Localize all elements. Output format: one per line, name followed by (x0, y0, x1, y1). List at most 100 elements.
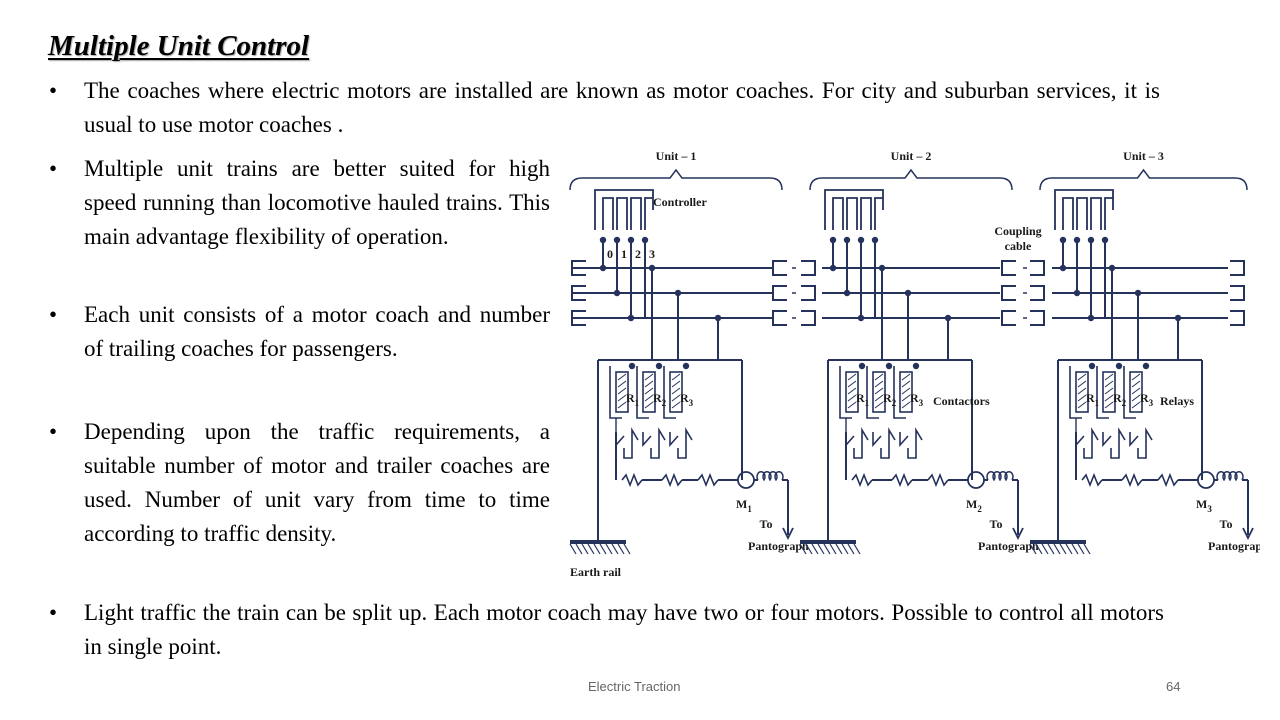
coil-hatch (1104, 373, 1114, 381)
controller-contacts (594, 189, 654, 230)
unit-brace (569, 168, 783, 191)
coil-hatch (874, 387, 884, 395)
junction-dot (627, 314, 635, 322)
hatch-stroke (1053, 543, 1061, 555)
coil-hatch (847, 380, 857, 388)
coil-junction (885, 362, 893, 370)
bullet-light-traffic: • Light traffic the train can be split u… (49, 596, 1164, 664)
contactor-switch (899, 427, 923, 459)
junction-dot (829, 264, 837, 272)
coil-hatch (1131, 387, 1141, 395)
pantograph-arrow (1012, 527, 1024, 541)
resistor-r2 (661, 472, 683, 488)
hatch-stroke (617, 543, 625, 555)
hatch-stroke (811, 543, 819, 555)
coil-frame (1096, 366, 1109, 419)
coil-hatch (1131, 394, 1141, 402)
bullet-text: Each unit consists of a motor coach and … (84, 302, 550, 361)
unit-label: Unit – 2 (891, 149, 932, 163)
pantograph-label: Pantograph (1208, 539, 1260, 553)
pantograph-label: Pantograph (748, 539, 809, 553)
coupler-half (1001, 285, 1016, 301)
coupler-half (1030, 260, 1045, 276)
bullet-text: The coaches where electric motors are in… (84, 78, 1160, 137)
resistor-r2 (891, 472, 913, 488)
hatch-stroke (829, 543, 837, 555)
coil-frame (609, 366, 622, 419)
hatch-stroke (569, 543, 577, 555)
hatch-stroke (587, 543, 595, 555)
coil-hatch (617, 380, 627, 388)
coupler-half (1230, 260, 1245, 276)
unit-brace (809, 168, 1013, 191)
coil-hatch (644, 401, 654, 409)
bullet-icon: • (49, 600, 58, 625)
coil-hatch (644, 380, 654, 388)
hatch-stroke (841, 543, 849, 555)
coupler-half (571, 260, 586, 276)
relays-label: Relays (1160, 394, 1194, 408)
coil-hatch (847, 387, 857, 395)
coil-junction (1115, 362, 1123, 370)
coil-junction (858, 362, 866, 370)
hatch-stroke (1065, 543, 1073, 555)
resistor-r3 (927, 472, 949, 488)
hatch-stroke (611, 543, 619, 555)
coupler-half (772, 260, 787, 276)
footer-course-title: Electric Traction (588, 679, 681, 694)
resistor-r1 (621, 472, 643, 488)
coil-junction (1142, 362, 1150, 370)
position-label: 0 (607, 247, 613, 261)
slide-title: Multiple Unit Control (48, 30, 310, 62)
hatch-stroke (823, 543, 831, 555)
to-label: To (990, 517, 1003, 531)
coil-hatch (901, 387, 911, 395)
hatch-stroke (805, 543, 813, 555)
coil-hatch (1077, 387, 1087, 395)
coupler-half (801, 260, 816, 276)
coil-junction (655, 362, 663, 370)
coil-hatch (1077, 394, 1087, 402)
coil-frame (839, 366, 852, 419)
hatch-stroke (1047, 543, 1055, 555)
coil-junction (682, 362, 690, 370)
earth-rail-symbol (1030, 540, 1086, 544)
coil-hatch (671, 380, 681, 388)
coupler-half (1030, 310, 1045, 326)
coil-frame (1069, 366, 1082, 419)
contactors-label: Contactors (933, 394, 990, 408)
hatch-stroke (1077, 543, 1085, 555)
unit-brace (1039, 168, 1248, 191)
coil-hatch (617, 394, 627, 402)
coil-junction (912, 362, 920, 370)
position-label: 1 (621, 247, 627, 261)
coil-hatch (901, 380, 911, 388)
hatch-stroke (847, 543, 855, 555)
contactor-switch (872, 427, 896, 459)
junction-dot (599, 264, 607, 272)
contactor-switch (1102, 427, 1126, 459)
coil-hatch (847, 394, 857, 402)
bullet-text: Light traffic the train can be split up.… (84, 600, 1164, 659)
bullet-icon: • (49, 78, 58, 103)
coil-frame (636, 366, 649, 419)
traction-motor (737, 471, 755, 489)
pantograph-arrow (782, 527, 794, 541)
junction-dot (613, 289, 621, 297)
to-label: To (1220, 517, 1233, 531)
motor-label: M1 (736, 497, 752, 514)
resistor-r1 (1081, 472, 1103, 488)
coil-junction (628, 362, 636, 370)
coil-hatch (874, 380, 884, 388)
coil-hatch (1131, 373, 1141, 381)
bullet-icon: • (49, 302, 58, 327)
coupler-half (801, 310, 816, 326)
coupler-half (801, 285, 816, 301)
position-label: 2 (635, 247, 641, 261)
coil-hatch (671, 401, 681, 409)
bullet-text: Depending upon the traffic requirements,… (84, 419, 550, 546)
coil-hatch (671, 373, 681, 381)
coupling-label: cable (1005, 239, 1032, 253)
traction-motor (967, 471, 985, 489)
